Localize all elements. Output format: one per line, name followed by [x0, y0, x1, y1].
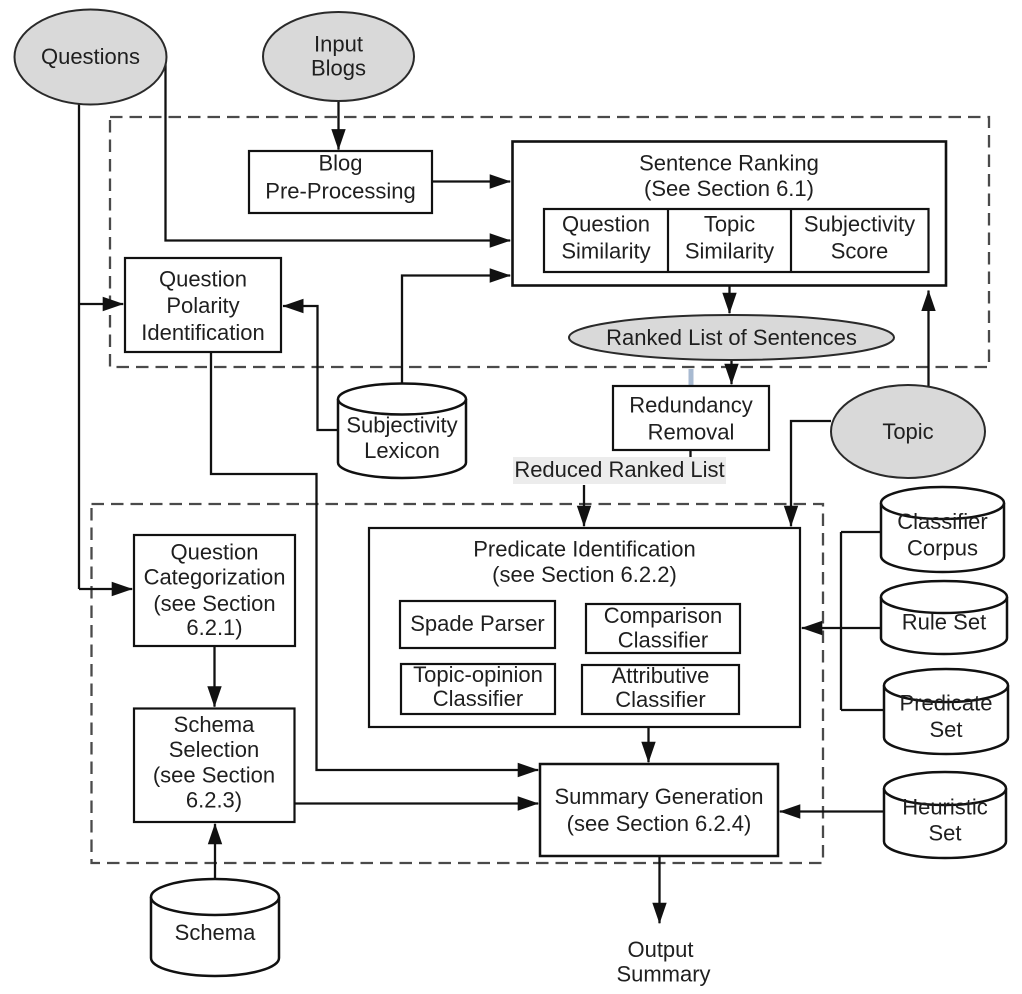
svg-text:(See Section 6.1): (See Section 6.1): [644, 176, 814, 201]
svg-text:Attributive: Attributive: [612, 663, 710, 688]
svg-text:Selection: Selection: [169, 737, 260, 762]
svg-text:Predicate Identification: Predicate Identification: [473, 536, 696, 561]
svg-text:Blogs: Blogs: [311, 56, 366, 81]
svg-text:(see Section: (see Section: [153, 591, 275, 616]
svg-text:Predicate: Predicate: [900, 691, 993, 716]
svg-text:Polarity: Polarity: [166, 293, 239, 318]
svg-text:Score: Score: [831, 238, 888, 263]
svg-text:Redundancy: Redundancy: [629, 392, 753, 417]
svg-text:Reduced Ranked List: Reduced Ranked List: [514, 457, 724, 482]
svg-text:Summary Generation: Summary Generation: [554, 784, 763, 809]
svg-text:Set: Set: [928, 821, 961, 846]
svg-text:Blog: Blog: [318, 151, 362, 176]
svg-text:Input: Input: [314, 32, 363, 57]
svg-text:(see Section 6.2.4): (see Section 6.2.4): [567, 811, 752, 836]
svg-text:Similarity: Similarity: [685, 238, 774, 263]
svg-text:Topic-opinion: Topic-opinion: [413, 662, 543, 687]
svg-text:Schema: Schema: [174, 712, 255, 737]
svg-text:6.2.1): 6.2.1): [186, 615, 242, 640]
svg-text:Summary: Summary: [616, 962, 710, 987]
svg-text:Spade Parser: Spade Parser: [410, 611, 545, 636]
svg-text:Comparison: Comparison: [604, 603, 723, 628]
svg-text:Subjectivity: Subjectivity: [346, 413, 457, 438]
svg-text:Sentence Ranking: Sentence Ranking: [639, 151, 819, 176]
svg-text:Pre-Processing: Pre-Processing: [265, 179, 415, 204]
svg-text:Topic: Topic: [882, 419, 933, 444]
svg-text:Rule Set: Rule Set: [902, 610, 986, 635]
svg-text:Question: Question: [562, 212, 650, 237]
svg-text:Ranked List of Sentences: Ranked List of Sentences: [606, 325, 857, 350]
svg-text:Schema: Schema: [175, 920, 256, 945]
svg-text:Lexicon: Lexicon: [364, 438, 440, 463]
svg-text:(see Section 6.2.2): (see Section 6.2.2): [492, 562, 677, 587]
svg-text:Classifier: Classifier: [615, 687, 705, 712]
svg-text:Categorization: Categorization: [144, 564, 286, 589]
svg-text:Classifier: Classifier: [897, 509, 987, 534]
svg-text:Set: Set: [929, 717, 962, 742]
svg-text:Questions: Questions: [41, 44, 140, 69]
svg-text:Topic: Topic: [704, 212, 755, 237]
svg-text:6.2.3): 6.2.3): [186, 788, 242, 813]
svg-text:Output: Output: [627, 937, 693, 962]
svg-text:Classifier: Classifier: [618, 628, 708, 653]
svg-text:Corpus: Corpus: [907, 536, 978, 561]
svg-text:Identification: Identification: [141, 320, 265, 345]
svg-text:Classifier: Classifier: [433, 686, 523, 711]
svg-text:Heuristic: Heuristic: [902, 795, 988, 820]
svg-text:Question: Question: [170, 539, 258, 564]
svg-text:Removal: Removal: [648, 420, 735, 445]
svg-text:Subjectivity: Subjectivity: [804, 212, 915, 237]
svg-text:Question: Question: [159, 266, 247, 291]
svg-text:(see Section: (see Section: [153, 763, 275, 788]
svg-text:Similarity: Similarity: [561, 238, 650, 263]
